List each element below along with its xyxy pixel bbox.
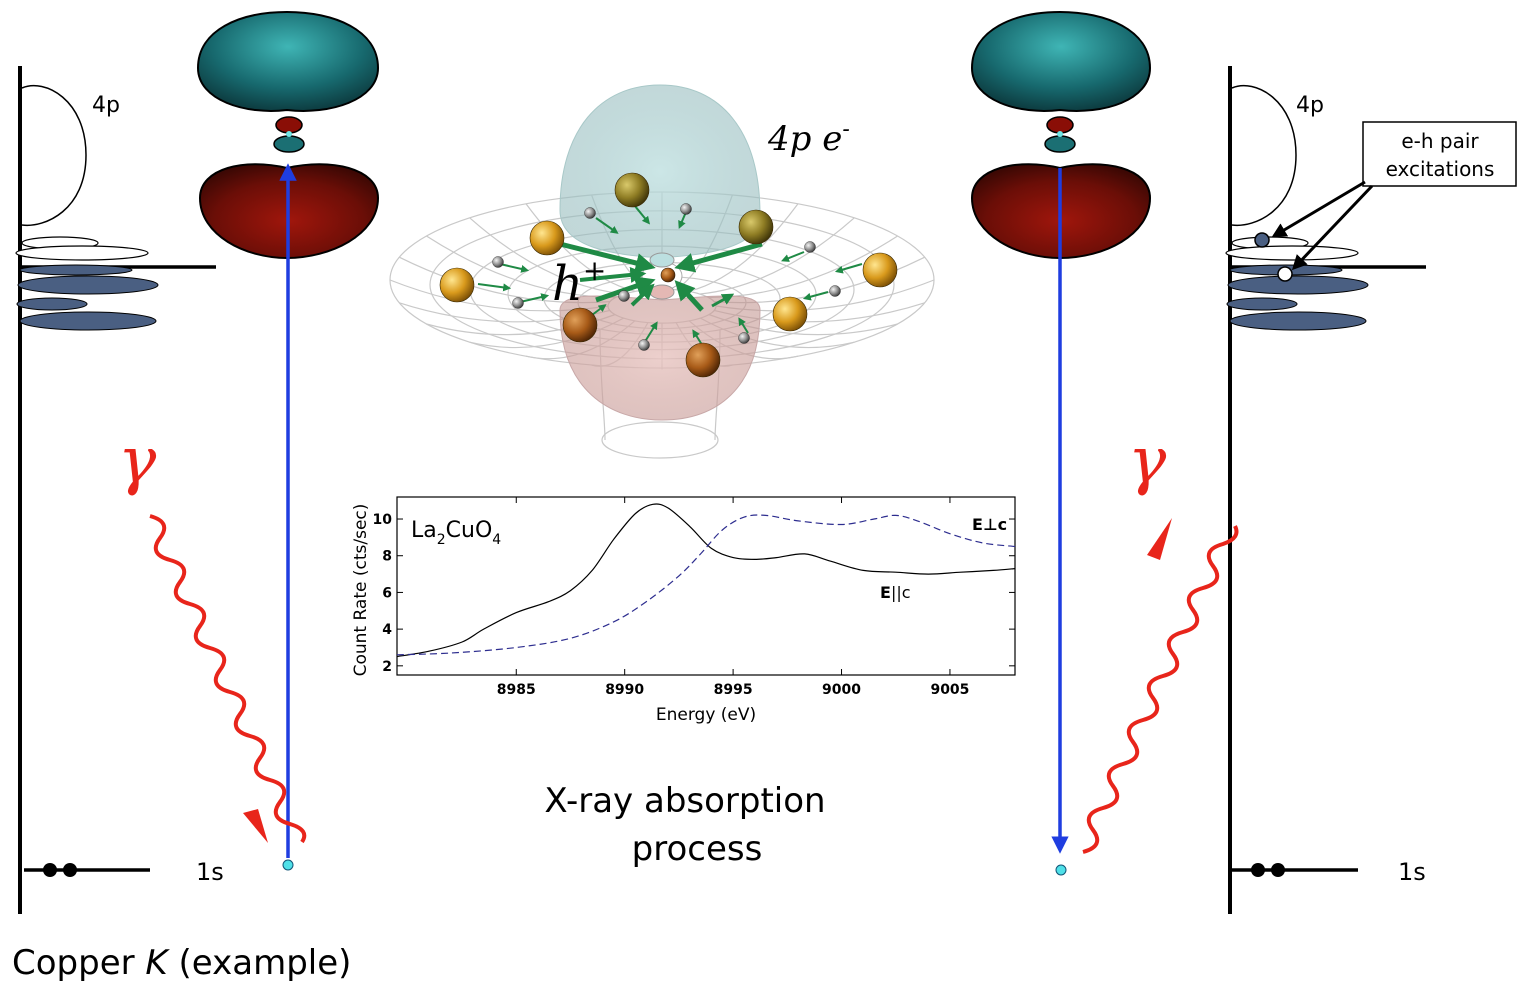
chart-plot-frame xyxy=(396,496,1016,676)
x-tick-label: 8995 xyxy=(714,682,753,698)
excited-electron xyxy=(1254,232,1270,248)
callout-line-1: e-h pair xyxy=(1401,129,1479,153)
footer-title: Copper K (example) xyxy=(12,943,351,983)
oxygen-atom xyxy=(804,241,816,253)
callout-pointer xyxy=(1271,180,1366,238)
left-photon-symbol: γ xyxy=(118,424,157,498)
legend-e-parallel-c: E||c xyxy=(880,583,911,602)
relaxation-arrow xyxy=(477,283,512,292)
left-empty-band xyxy=(15,245,149,261)
relaxation-arrow xyxy=(738,317,749,334)
left-occupied-band xyxy=(16,297,88,311)
chart-x-axis-label: Energy (eV) xyxy=(656,705,756,725)
left-occupied-band xyxy=(17,275,159,295)
lanthanum-atom xyxy=(614,172,650,208)
x-tick-label: 9005 xyxy=(930,682,969,698)
orbital-lobe-top xyxy=(196,10,380,112)
right-photon-wave xyxy=(1082,525,1239,854)
left-core-electron xyxy=(43,863,57,877)
left-photon-wave xyxy=(149,514,307,844)
relaxation-arrow xyxy=(595,217,619,234)
right-core-hole xyxy=(1055,864,1067,876)
relaxation-arrow xyxy=(674,241,763,273)
copper-atom xyxy=(660,267,676,283)
valence-hole xyxy=(1277,266,1293,282)
lanthanum-atom xyxy=(562,307,598,343)
left-occupied-band xyxy=(19,311,157,331)
y-tick-label: 4 xyxy=(382,622,392,638)
lanthanum-atom xyxy=(862,252,898,288)
left-energy-diagram: 4p 1s xyxy=(15,66,224,914)
oxygen-atom xyxy=(492,256,504,268)
relaxation-arrow xyxy=(834,263,863,274)
chart-y-axis-label: Count Rate (cts/sec) xyxy=(351,504,371,677)
callout-pointer xyxy=(1291,184,1374,271)
relaxation-arrows xyxy=(477,199,863,349)
x-tick-label: 8990 xyxy=(605,682,644,698)
y-tick-label: 6 xyxy=(382,585,392,601)
relaxation-arrow xyxy=(781,251,805,262)
series-e-perp-c xyxy=(396,514,1016,656)
oxygen-atom xyxy=(584,207,596,219)
relaxation-arrow xyxy=(499,263,530,273)
series-e-parallel-c xyxy=(396,503,1016,658)
lanthanum-atom xyxy=(772,296,808,332)
oxygen-atom xyxy=(829,285,841,297)
electron-label: 4p e- xyxy=(767,117,850,159)
y-tick-label: 10 xyxy=(373,512,393,528)
y-tick-label: 2 xyxy=(382,659,392,675)
chart-ticks: 8985 8990 8995 9000 9005 2 4 6 8 10 xyxy=(373,497,1015,698)
left-occupied-band xyxy=(19,264,133,276)
y-tick-label: 8 xyxy=(382,549,392,565)
right-energy-diagram: 4p 1s xyxy=(1225,66,1426,914)
relaxation-arrow xyxy=(645,321,658,341)
electron-cloud-4p xyxy=(559,84,761,259)
relaxation-arrow xyxy=(630,283,655,307)
left-core-electron xyxy=(63,863,77,877)
lanthanum-atom xyxy=(738,209,774,245)
left-4p-band xyxy=(21,84,87,227)
relaxation-arrow xyxy=(559,241,656,273)
caption-line-2: process xyxy=(632,829,763,869)
hole-label: h+ xyxy=(552,254,606,312)
callout-line-2: excitations xyxy=(1386,157,1495,181)
callout-box xyxy=(1362,121,1517,187)
lanthanum-atom xyxy=(439,267,475,303)
lanthanum-atom xyxy=(529,220,565,256)
oxygen-atom xyxy=(512,297,524,309)
oxygen-atom xyxy=(638,339,650,351)
oxygen-atom xyxy=(618,290,630,302)
right-4p-label: 4p xyxy=(1296,93,1324,118)
left-core-hole xyxy=(282,859,294,871)
right-photon-arrowhead xyxy=(1147,518,1172,560)
cluster-atoms xyxy=(439,172,898,378)
oxygen-atom xyxy=(738,332,750,344)
left-1s-label: 1s xyxy=(196,858,224,886)
relaxation-arrow xyxy=(802,291,829,301)
lanthanum-atom xyxy=(685,342,721,378)
x-tick-label: 8985 xyxy=(497,682,536,698)
right-4p-band xyxy=(1231,84,1297,227)
legend-e-perp-c: E⊥c xyxy=(972,515,1007,534)
oxygen-atom xyxy=(680,203,692,215)
eh-pair-callout: e-h pair excitations xyxy=(1271,121,1517,271)
x-tick-label: 9000 xyxy=(822,682,861,698)
right-1s-label: 1s xyxy=(1398,858,1426,886)
relaxation-arrow xyxy=(674,280,704,312)
relaxation-arrow xyxy=(711,293,735,308)
relaxation-arrow xyxy=(519,293,550,303)
left-4p-label: 4p xyxy=(92,93,120,118)
cuo4-cluster: 4p e- h+ xyxy=(389,84,935,459)
right-photon-symbol: γ xyxy=(1128,424,1167,498)
relaxation-arrow xyxy=(579,266,647,283)
caption-line-1: X-ray absorption xyxy=(544,781,825,821)
left-photon-arrowhead xyxy=(243,809,268,843)
